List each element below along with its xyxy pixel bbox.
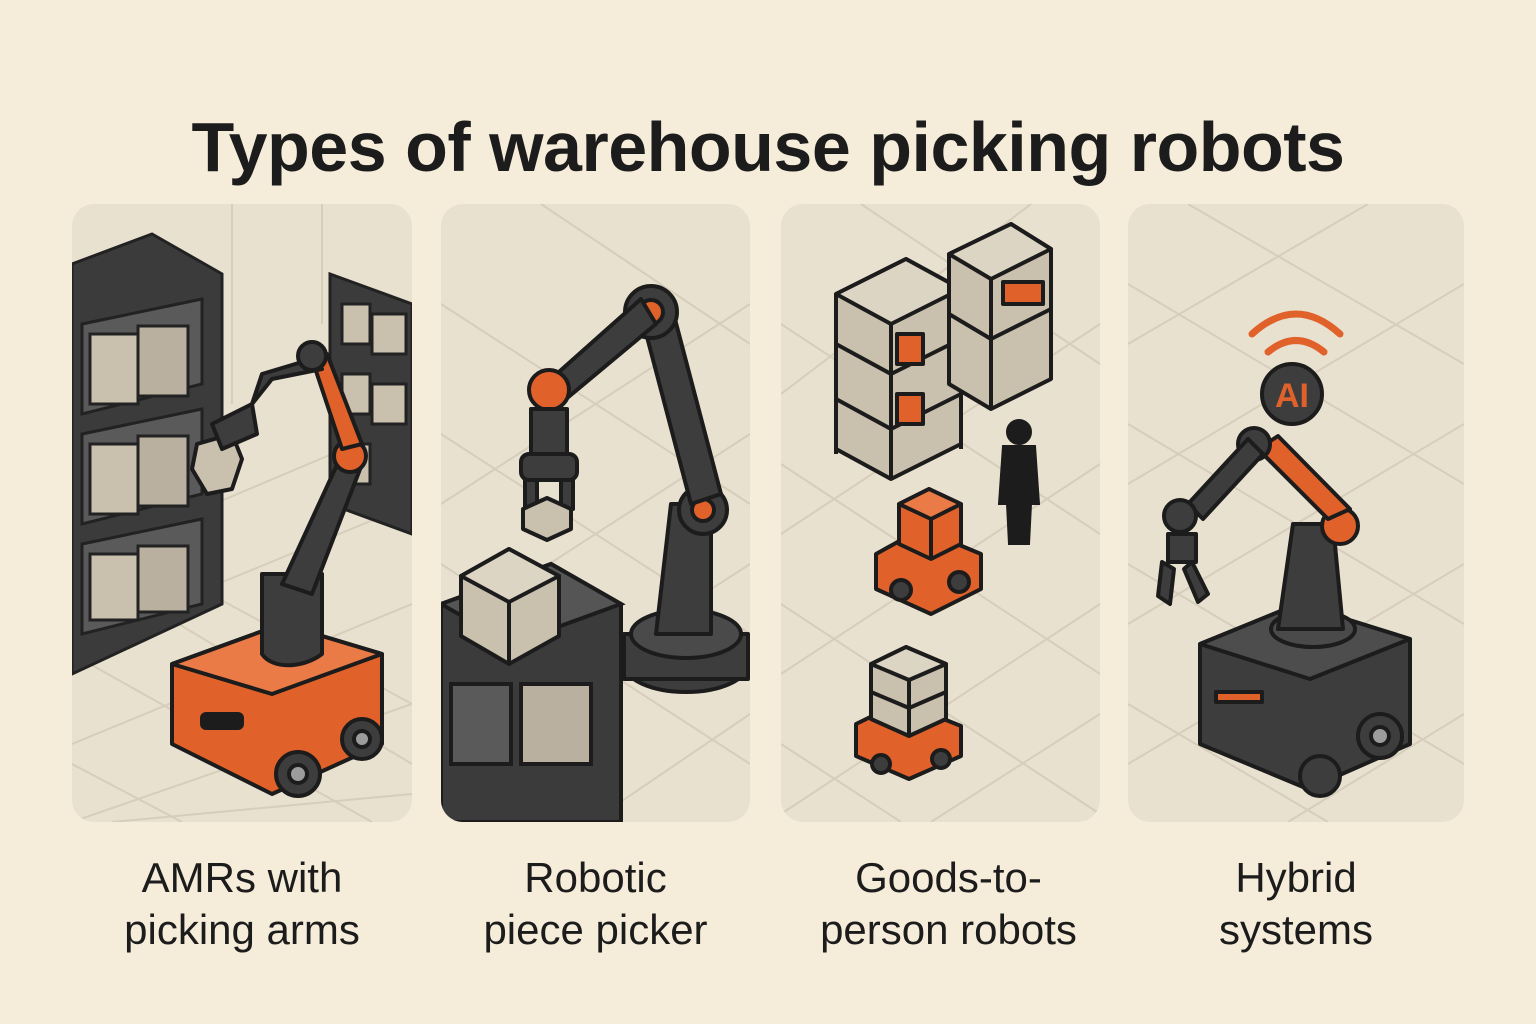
hybrid-robot	[1156, 426, 1412, 798]
goods-to-person-robots-illustration	[781, 204, 1100, 822]
caption-line: Goods-to-	[855, 854, 1042, 901]
caption-robotic-piece-picker: Robotic piece picker	[441, 852, 750, 956]
storage-rack-right	[947, 222, 1053, 411]
amr-picking-arm-robot-illustration	[72, 204, 412, 822]
caption-line: picking arms	[124, 906, 360, 953]
person-silhouette	[997, 419, 1041, 545]
panel-robotic-piece-picker	[441, 204, 750, 822]
panel-hybrid-systems: AI	[1128, 204, 1464, 822]
caption-goods-to-person: Goods-to- person robots	[781, 852, 1116, 956]
storage-rack-left	[834, 257, 963, 481]
caption-line: Robotic	[524, 854, 667, 901]
robotic-arm-piece-picker-illustration	[441, 204, 750, 822]
panel-goods-to-person	[781, 204, 1100, 822]
hybrid-ai-robot-illustration: AI	[1128, 204, 1464, 822]
ai-badge-text: AI	[1275, 377, 1309, 415]
amr-robot	[170, 340, 384, 798]
cube-box	[459, 547, 561, 666]
caption-line: Hybrid	[1235, 854, 1357, 901]
mobile-robot-bottom	[854, 645, 963, 781]
page-title: Types of warehouse picking robots	[191, 107, 1345, 186]
caption-hybrid-systems: Hybrid systems	[1128, 852, 1464, 956]
panel-amr-picking-arms	[72, 204, 412, 822]
caption-line: systems	[1218, 906, 1373, 953]
robot-arm	[519, 284, 750, 694]
caption-line: person robots	[820, 906, 1077, 953]
caption-amr-picking-arms: AMRs with picking arms	[72, 852, 412, 956]
mobile-robot-top	[874, 487, 983, 616]
left-shelf	[72, 232, 224, 676]
wireless-signal-icon	[1248, 310, 1344, 356]
caption-line: AMRs with	[141, 854, 343, 901]
ai-badge: AI	[1260, 362, 1324, 426]
caption-line: piece picker	[483, 906, 708, 953]
